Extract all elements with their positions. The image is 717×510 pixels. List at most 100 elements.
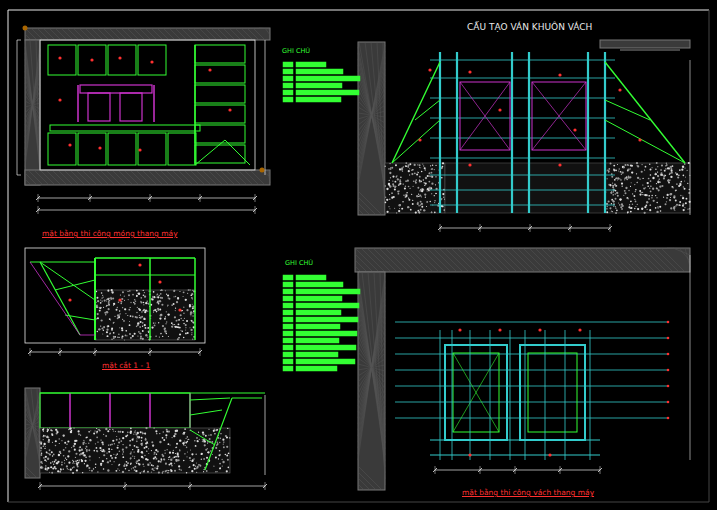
wall-hatch bbox=[358, 209, 364, 215]
wall-hatch bbox=[487, 248, 511, 272]
gravel-grain bbox=[142, 432, 144, 434]
gravel-grain bbox=[434, 195, 435, 196]
gravel-grain bbox=[643, 188, 645, 190]
formwork-post bbox=[456, 52, 458, 213]
gravel-grain bbox=[621, 182, 623, 184]
wall-hatch bbox=[358, 203, 370, 215]
gravel-grain bbox=[177, 456, 179, 458]
gravel-grain bbox=[407, 206, 409, 208]
dimension-tick bbox=[435, 466, 436, 474]
wall-hatch bbox=[457, 248, 481, 272]
gravel-grain bbox=[72, 467, 73, 468]
wall-hatch bbox=[367, 248, 391, 272]
gravel-grain bbox=[108, 448, 110, 450]
wall-hatch bbox=[511, 248, 535, 272]
brace bbox=[40, 262, 80, 335]
gravel-grain bbox=[670, 197, 671, 198]
gravel-grain bbox=[154, 309, 156, 311]
gravel-grain bbox=[130, 452, 131, 453]
gravel-grain bbox=[110, 332, 112, 334]
gravel-grain bbox=[129, 321, 130, 322]
gravel-grain bbox=[146, 441, 148, 443]
wall-hatch bbox=[157, 28, 169, 40]
gravel-grain bbox=[182, 310, 183, 311]
gravel-grain bbox=[627, 211, 629, 213]
gravel-grain bbox=[420, 188, 422, 190]
gravel-grain bbox=[134, 458, 135, 459]
gravel-grain bbox=[620, 171, 622, 173]
gravel-grain bbox=[119, 438, 121, 440]
gravel-grain bbox=[624, 164, 626, 166]
gravel-grain bbox=[659, 179, 660, 180]
gravel-grain bbox=[196, 462, 197, 463]
gravel-grain bbox=[97, 331, 98, 332]
gravel-grain bbox=[144, 470, 146, 472]
wall-hatch bbox=[82, 170, 97, 185]
concrete-wall bbox=[25, 388, 40, 478]
gravel-grain bbox=[656, 187, 658, 189]
gravel-grain bbox=[216, 441, 218, 443]
gravel-grain bbox=[434, 200, 436, 202]
wall-hatch bbox=[241, 28, 253, 40]
gravel-grain bbox=[430, 201, 431, 202]
gravel-grain bbox=[617, 177, 619, 179]
gravel-grain bbox=[677, 176, 679, 178]
gravel-grain bbox=[136, 312, 138, 314]
wall-hatch bbox=[358, 484, 364, 490]
gravel-grain bbox=[184, 440, 185, 441]
gravel-grain bbox=[423, 179, 424, 180]
formwork-tie bbox=[430, 175, 615, 176]
formwork-panel bbox=[195, 125, 245, 143]
gravel-grain bbox=[387, 211, 389, 213]
tie-rod bbox=[395, 386, 668, 387]
gravel-grain bbox=[210, 434, 212, 436]
gravel-grain bbox=[65, 457, 66, 458]
gravel-grain bbox=[159, 433, 160, 434]
gravel-grain bbox=[421, 171, 423, 173]
gravel-grain bbox=[419, 167, 420, 168]
wall-hatch bbox=[148, 170, 163, 185]
gravel-grain bbox=[401, 208, 403, 210]
formwork-edge bbox=[194, 258, 196, 340]
gravel-grain bbox=[615, 206, 616, 207]
gravel-grain bbox=[425, 177, 427, 179]
gravel-grain bbox=[52, 467, 54, 469]
gravel-grain bbox=[77, 466, 79, 468]
gravel-grain bbox=[619, 204, 620, 205]
dimension-tick bbox=[125, 482, 126, 490]
gravel-grain bbox=[46, 436, 48, 438]
wall-hatch bbox=[577, 248, 601, 272]
gravel-grain bbox=[645, 166, 647, 168]
steel-post bbox=[153, 85, 155, 122]
gravel-grain bbox=[126, 461, 128, 463]
gravel-grain bbox=[653, 200, 655, 202]
gravel-grain bbox=[389, 198, 391, 200]
marker-dot bbox=[578, 328, 581, 331]
gravel-grain bbox=[626, 178, 628, 180]
gravel-grain bbox=[130, 457, 132, 459]
gravel-grain bbox=[160, 297, 162, 299]
marker-dot bbox=[667, 401, 670, 404]
gravel-fill bbox=[95, 290, 195, 340]
note-text-bar bbox=[296, 282, 343, 287]
gravel-grain bbox=[418, 196, 419, 197]
note-symbol bbox=[283, 90, 293, 95]
gravel-grain bbox=[112, 297, 114, 299]
gravel-grain bbox=[187, 439, 188, 440]
gravel-grain bbox=[86, 446, 88, 448]
concrete-wall bbox=[358, 272, 385, 490]
dimension-tick bbox=[38, 194, 39, 202]
gravel-grain bbox=[122, 454, 123, 455]
note-text-bar bbox=[296, 310, 341, 315]
gravel-grain bbox=[407, 166, 409, 168]
dimension-tick bbox=[480, 224, 481, 232]
gravel-grain bbox=[107, 430, 109, 432]
wall-hatch bbox=[253, 28, 265, 40]
gravel-grain bbox=[667, 194, 669, 196]
gravel-grain bbox=[45, 446, 46, 447]
wall-hatch bbox=[205, 28, 217, 40]
gravel-grain bbox=[166, 333, 167, 334]
gravel-grain bbox=[648, 198, 650, 200]
gravel-grain bbox=[622, 185, 623, 186]
gravel-grain bbox=[45, 467, 46, 468]
